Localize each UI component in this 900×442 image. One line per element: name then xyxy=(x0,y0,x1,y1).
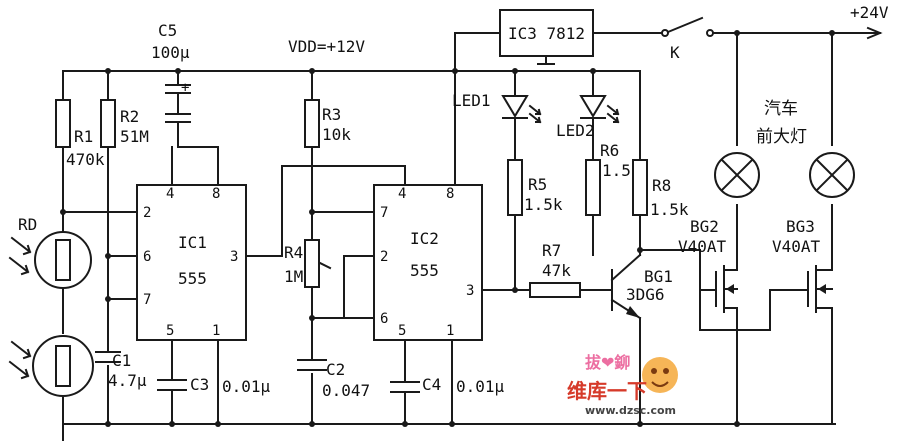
svg-text:R4: R4 xyxy=(284,243,303,262)
svg-text:BG1: BG1 xyxy=(644,267,673,286)
resistor-r5: R5 1.5k xyxy=(507,159,563,216)
svg-text:3: 3 xyxy=(466,283,474,299)
led2: LED2 xyxy=(556,95,620,140)
svg-text:LED1: LED1 xyxy=(452,91,491,110)
svg-text:K: K xyxy=(670,43,680,62)
svg-text:8: 8 xyxy=(212,186,220,202)
svg-text:7: 7 xyxy=(143,292,151,308)
resistor-r1: R1 470k xyxy=(55,99,105,169)
svg-text:1.5k: 1.5k xyxy=(524,195,563,214)
svg-text:BG3: BG3 xyxy=(786,217,815,236)
svg-text:0.01μ: 0.01μ xyxy=(456,377,505,396)
svg-text:C2: C2 xyxy=(326,360,345,379)
switch-k: K xyxy=(661,16,714,62)
svg-text:汽车: 汽车 xyxy=(764,99,798,119)
resistor-r7: R7 47k xyxy=(529,241,581,298)
ic3-regulator: IC3 7812 xyxy=(499,9,594,57)
svg-text:555: 555 xyxy=(178,269,207,288)
svg-text:BG2: BG2 xyxy=(690,217,719,236)
capacitor-c2: C2 0.047 xyxy=(297,359,370,400)
svg-text:47k: 47k xyxy=(542,261,571,280)
svg-text:1M: 1M xyxy=(284,267,303,286)
capacitor-c4: C4 0.01μ xyxy=(390,375,505,396)
svg-text:3DG6: 3DG6 xyxy=(626,285,665,304)
svg-text:+24V: +24V xyxy=(850,3,889,22)
photoresistor-rd: RD xyxy=(8,215,94,397)
svg-text:V40AT: V40AT xyxy=(678,237,727,256)
svg-text:R2: R2 xyxy=(120,107,139,126)
svg-text:www.dzsc.com: www.dzsc.com xyxy=(585,404,676,417)
mosfet-bg3: BG3 V40AT xyxy=(772,217,833,316)
svg-text:C3: C3 xyxy=(190,375,209,394)
svg-text:8: 8 xyxy=(446,186,454,202)
svg-text:0.047: 0.047 xyxy=(322,381,370,400)
svg-text:2: 2 xyxy=(380,249,388,265)
svg-text:5: 5 xyxy=(398,323,406,339)
watermark-logo: 拔❤鉚 维库一下 www.dzsc.com xyxy=(567,353,678,417)
svg-text:1: 1 xyxy=(212,323,220,339)
headlight-lamp-right xyxy=(809,152,855,198)
svg-text:3: 3 xyxy=(230,249,238,265)
svg-text:470k: 470k xyxy=(66,150,105,169)
svg-text:6: 6 xyxy=(380,311,388,327)
svg-text:51M: 51M xyxy=(120,127,149,146)
svg-text:4: 4 xyxy=(166,186,174,202)
headlight-lamp-left xyxy=(714,152,760,198)
svg-text:6: 6 xyxy=(143,249,151,265)
svg-text:C5: C5 xyxy=(158,21,177,40)
svg-text:V40AT: V40AT xyxy=(772,237,821,256)
svg-text:2: 2 xyxy=(143,205,151,221)
ic1-chip: IC1 555 4 8 2 6 7 3 5 1 xyxy=(136,184,247,341)
capacitor-c5: + C5 100μ xyxy=(151,21,191,123)
svg-text:R6: R6 xyxy=(600,141,619,160)
svg-text:IC2: IC2 xyxy=(410,229,439,248)
svg-text:C1: C1 xyxy=(112,351,131,370)
svg-text:R7: R7 xyxy=(542,241,561,260)
resistor-r2: R2 51M xyxy=(100,99,149,148)
resistor-r3: R3 10k xyxy=(304,99,351,148)
led1: LED1 xyxy=(452,91,542,124)
headlight-label: 汽车 前大灯 xyxy=(756,99,807,147)
svg-text:维库一下: 维库一下 xyxy=(567,379,647,403)
transistor-bg1: BG1 3DG6 xyxy=(610,253,673,320)
svg-text:VDD=+12V: VDD=+12V xyxy=(288,37,365,56)
resistor-r6: R6 1.5k xyxy=(585,141,641,216)
svg-text:LED2: LED2 xyxy=(556,121,595,140)
svg-text:5: 5 xyxy=(166,323,174,339)
vdd-label: VDD=+12V xyxy=(288,37,365,56)
capacitor-c1: C1 4.7μ xyxy=(95,351,147,390)
svg-text:4.7μ: 4.7μ xyxy=(108,371,147,390)
capacitor-c3: C3 0.01μ xyxy=(157,375,271,396)
svg-text:R3: R3 xyxy=(322,105,341,124)
mosfet-bg2: BG2 V40AT xyxy=(678,217,738,316)
svg-text:R8: R8 xyxy=(652,176,671,195)
resistor-r4-potentiometer: R4 1M xyxy=(284,239,332,288)
ic2-chip: IC2 555 4 8 7 2 6 3 5 1 xyxy=(373,184,483,341)
svg-text:1.5k: 1.5k xyxy=(650,200,689,219)
svg-text:IC3 7812: IC3 7812 xyxy=(508,24,585,43)
svg-text:R1: R1 xyxy=(74,127,93,146)
svg-text:拔❤鉚: 拔❤鉚 xyxy=(585,353,630,372)
svg-text:1: 1 xyxy=(446,323,454,339)
svg-text:C4: C4 xyxy=(422,375,441,394)
svg-text:IC1: IC1 xyxy=(178,233,207,252)
svg-text:R5: R5 xyxy=(528,175,547,194)
svg-text:555: 555 xyxy=(410,261,439,280)
resistor-r8: R8 1.5k xyxy=(632,159,689,219)
svg-text:前大灯: 前大灯 xyxy=(756,127,807,147)
svg-text:10k: 10k xyxy=(322,125,351,144)
wiring xyxy=(62,32,881,441)
plus24v-label: +24V xyxy=(850,3,889,40)
svg-text:7: 7 xyxy=(380,205,388,221)
svg-text:RD: RD xyxy=(18,215,37,234)
svg-text:4: 4 xyxy=(398,186,406,202)
svg-text:0.01μ: 0.01μ xyxy=(222,377,271,396)
junction-dots xyxy=(60,30,835,427)
svg-text:+: + xyxy=(181,80,189,96)
svg-text:1.5k: 1.5k xyxy=(602,161,641,180)
svg-text:100μ: 100μ xyxy=(151,43,190,62)
